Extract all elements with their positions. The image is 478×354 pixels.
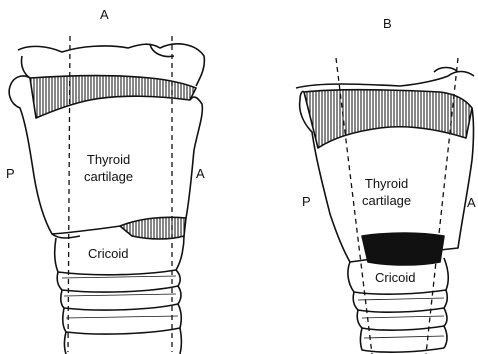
panel-b-cricoid-label: Cricoid (375, 269, 415, 286)
panel-b-cricothyroid-membrane (362, 233, 444, 265)
panel-a-cricoid-label: Cricoid (88, 245, 128, 262)
panel-a-anterior-label: A (196, 167, 205, 180)
panel-a-larynx (9, 44, 204, 354)
panel-a-letter: A (100, 8, 109, 21)
panel-a-thyroid-label: Thyroid cartilage (84, 151, 133, 185)
panel-a-thyrohyoid-membrane (30, 76, 196, 118)
panel-a-cricothyroid-membrane (120, 217, 186, 239)
panel-b-thyrohyoid-membrane (304, 90, 472, 148)
panel-a-posterior-label: P (6, 167, 15, 180)
panel-b-larynx (296, 68, 474, 353)
panel-b-anterior-label: A (467, 196, 476, 209)
panel-b-letter: B (383, 17, 392, 30)
panel-b-thyroid-label: Thyroid cartilage (362, 175, 411, 209)
panel-b-superior-rim (296, 72, 474, 89)
panel-b-posterior-label: P (302, 195, 311, 208)
